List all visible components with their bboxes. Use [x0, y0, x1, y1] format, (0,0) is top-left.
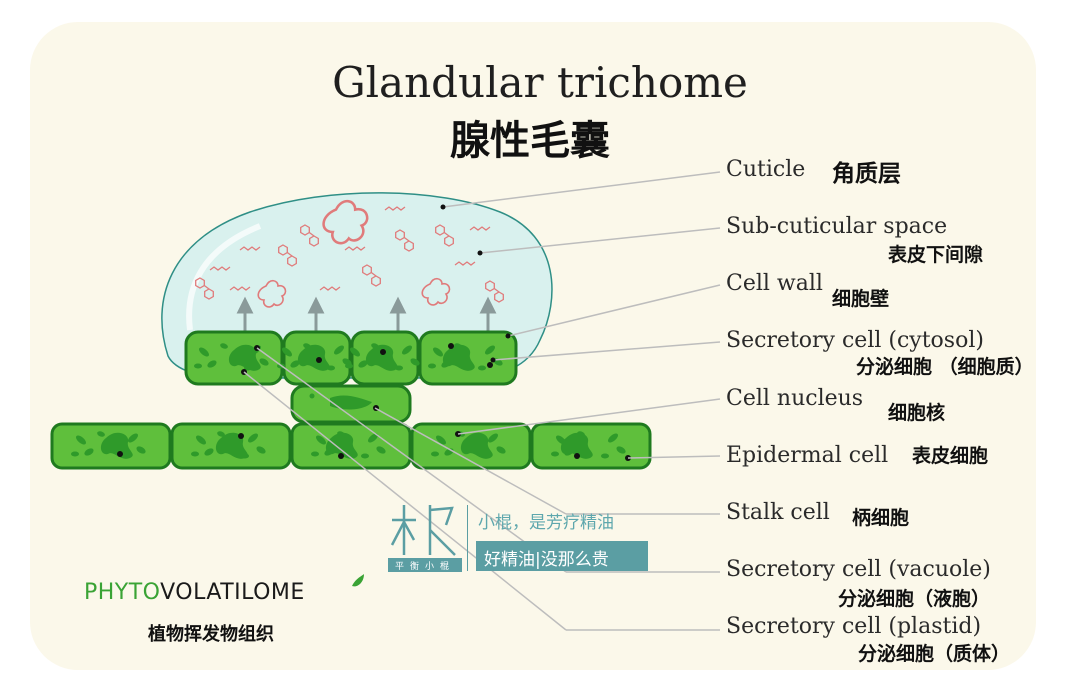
label-epidermal-en: Epidermal cell — [726, 443, 889, 468]
brand-leaf-icon — [352, 574, 364, 587]
label-nucleus-en: Cell nucleus — [726, 386, 864, 411]
label-plastid-zh: 分泌细胞（质体） — [858, 643, 1011, 665]
watermark-seal-text: 平衡小棍 — [394, 562, 455, 572]
label-cuticle-en: Cuticle — [726, 157, 806, 182]
label-plastid-en: Secretory cell (plastid) — [726, 614, 982, 639]
brand-part1: PHYTO — [84, 580, 161, 605]
label-cytosol-en: Secretory cell (cytosol) — [726, 328, 984, 353]
brand-part2: VOLATILOME — [160, 580, 305, 605]
watermark-logo-icon — [390, 505, 456, 556]
label-epidermal-zh: 表皮细胞 — [912, 445, 989, 467]
label-cellwall-en: Cell wall — [726, 271, 823, 296]
watermark-divider — [467, 505, 468, 571]
label-cuticle-zh: 角质层 — [832, 161, 901, 187]
label-stalk-zh: 柄细胞 — [852, 507, 910, 529]
label-nucleus-zh: 细胞核 — [888, 402, 946, 424]
watermark-banner-text: 好精油|没那么贵 — [484, 550, 609, 570]
watermark-banner — [476, 541, 648, 571]
watermark-slogan: 小棍，是芳疗精油 — [478, 513, 614, 533]
brand-logo: PHYTOVOLATILOME — [84, 580, 305, 605]
cuticle-highlight — [186, 223, 262, 331]
leader-lines — [243, 171, 721, 631]
title-chinese: 腺性毛囊 — [450, 118, 610, 164]
label-cellwall-zh: 细胞壁 — [832, 288, 890, 310]
label-cytosol-zh: 分泌细胞 （细胞质） — [856, 356, 1034, 378]
watermark-seal — [388, 558, 462, 572]
leader-dots — [440, 204, 511, 363]
label-subcuticular-zh: 表皮下间隙 — [888, 244, 984, 266]
brand-subtitle: 植物挥发物组织 — [148, 624, 274, 645]
secretory-cells — [184, 330, 518, 386]
secretion-arrows — [236, 296, 497, 332]
epidermal-cells — [50, 422, 652, 470]
label-stalk-en: Stalk cell — [726, 500, 830, 525]
label-vacuole-zh: 分泌细胞（液胞） — [838, 588, 991, 610]
label-subcuticular-en: Sub-cuticular space — [726, 214, 948, 239]
title-english: Glandular trichome — [332, 58, 748, 107]
label-vacuole-en: Secretory cell (vacuole) — [726, 557, 991, 582]
